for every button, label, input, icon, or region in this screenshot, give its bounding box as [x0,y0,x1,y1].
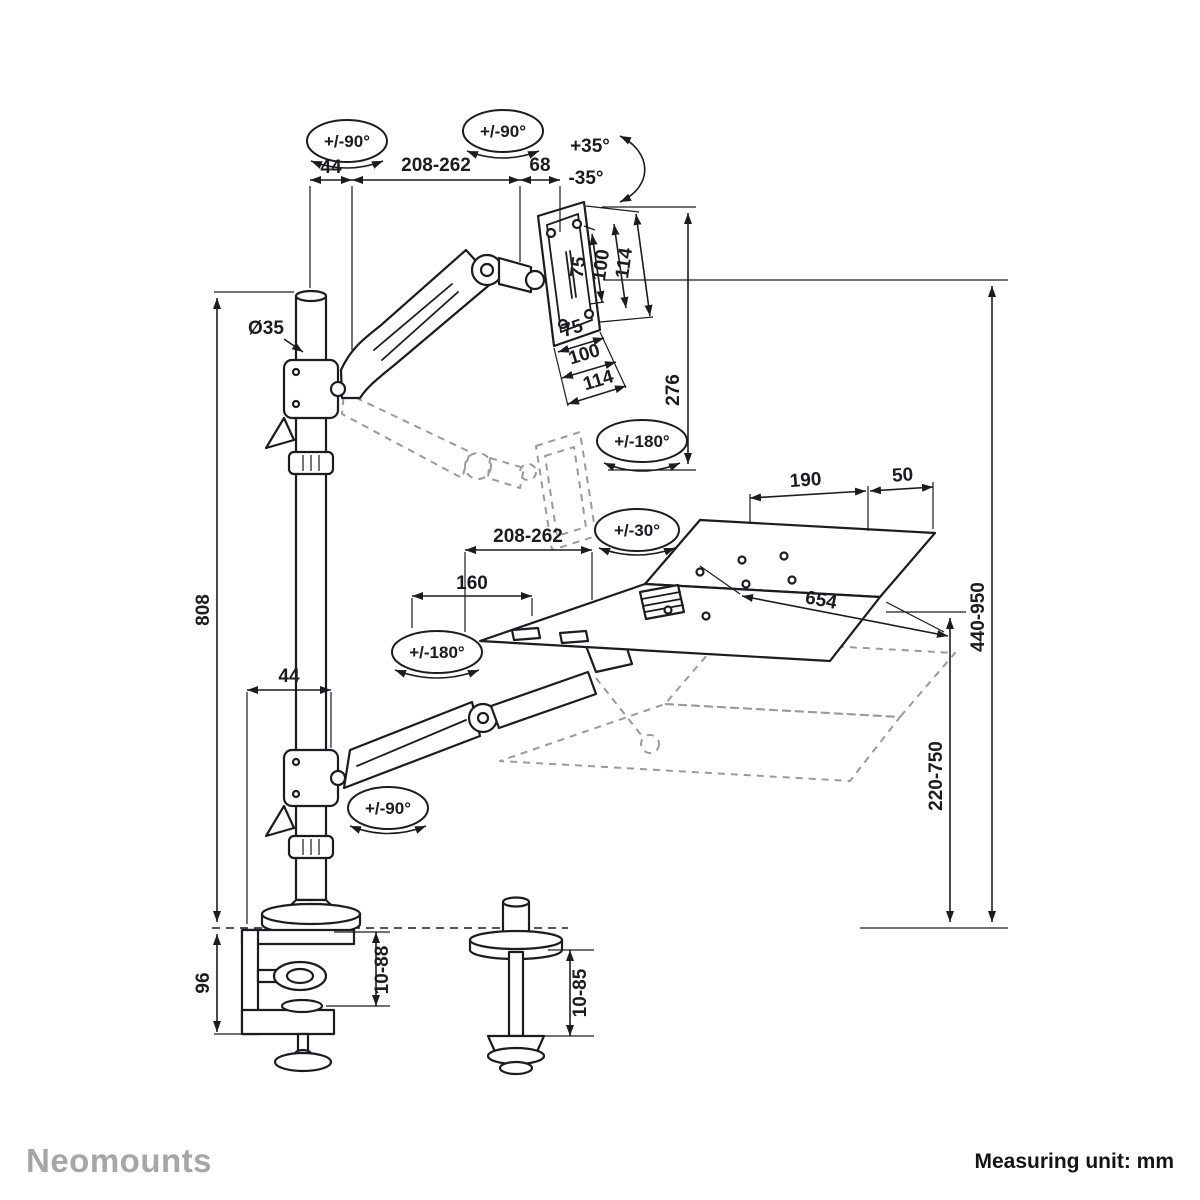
dim-label-96: 96 [193,972,214,993]
dim-label-vesa-bottom-100: 100 [566,340,602,369]
dimension-labels: +/-90° +/-90° +35° -35° 44 208-262 68 Ø3… [193,122,989,1017]
dimension-lines [213,176,1008,1037]
desk-clamp [240,928,356,1073]
dim-label-440-950: 440-950 [968,582,989,652]
rotation-label-low-arm-90: +/-90° [365,799,411,818]
dim-label-10-88: 10-88 [372,946,393,995]
vesa-plate [536,200,602,348]
rotation-label-monitor-180: +/-180° [614,432,670,451]
measuring-unit-label: Measuring unit: mm [974,1150,1174,1173]
dim-label-44-bottom: 44 [278,666,300,687]
dim-label-10-85: 10-85 [570,968,591,1017]
dim-label-reach-mid: 208-262 [493,526,563,547]
dim-label-vesa-side-100: 100 [589,248,614,282]
dim-label-160: 160 [456,573,488,594]
dim-label-reach-top: 208-262 [401,155,471,176]
rotation-annotations [306,109,688,835]
rotation-label-top-head: +/-90° [480,122,526,141]
rotation-label-top-arm: +/-90° [324,132,370,151]
dim-label-44-top: 44 [320,157,342,178]
brand-logo: Neomounts [26,1142,212,1179]
dim-label-vesa-side-75: 75 [567,255,591,279]
rotation-label-arm-180: +/-180° [409,643,465,662]
dim-label-50: 50 [891,464,914,486]
dim-label-vesa-side-114: 114 [612,246,637,280]
tilt-down-label: -35° [568,168,603,189]
upper-arm-assembly [264,248,546,450]
dim-label-276: 276 [663,374,684,406]
tilt-up-label: +35° [570,136,610,157]
ghost-keyboard-tray [499,639,956,782]
dim-label-190: 190 [789,469,822,492]
pole-diameter-label: Ø35 [248,318,284,339]
dim-label-220-750: 220-750 [926,741,947,811]
ghost-monitor-arm [341,391,597,551]
grommet-mount [468,896,564,1076]
dim-label-68: 68 [529,155,550,176]
dim-label-808: 808 [193,594,214,626]
rotation-label-tray-30: +/-30° [614,521,660,540]
